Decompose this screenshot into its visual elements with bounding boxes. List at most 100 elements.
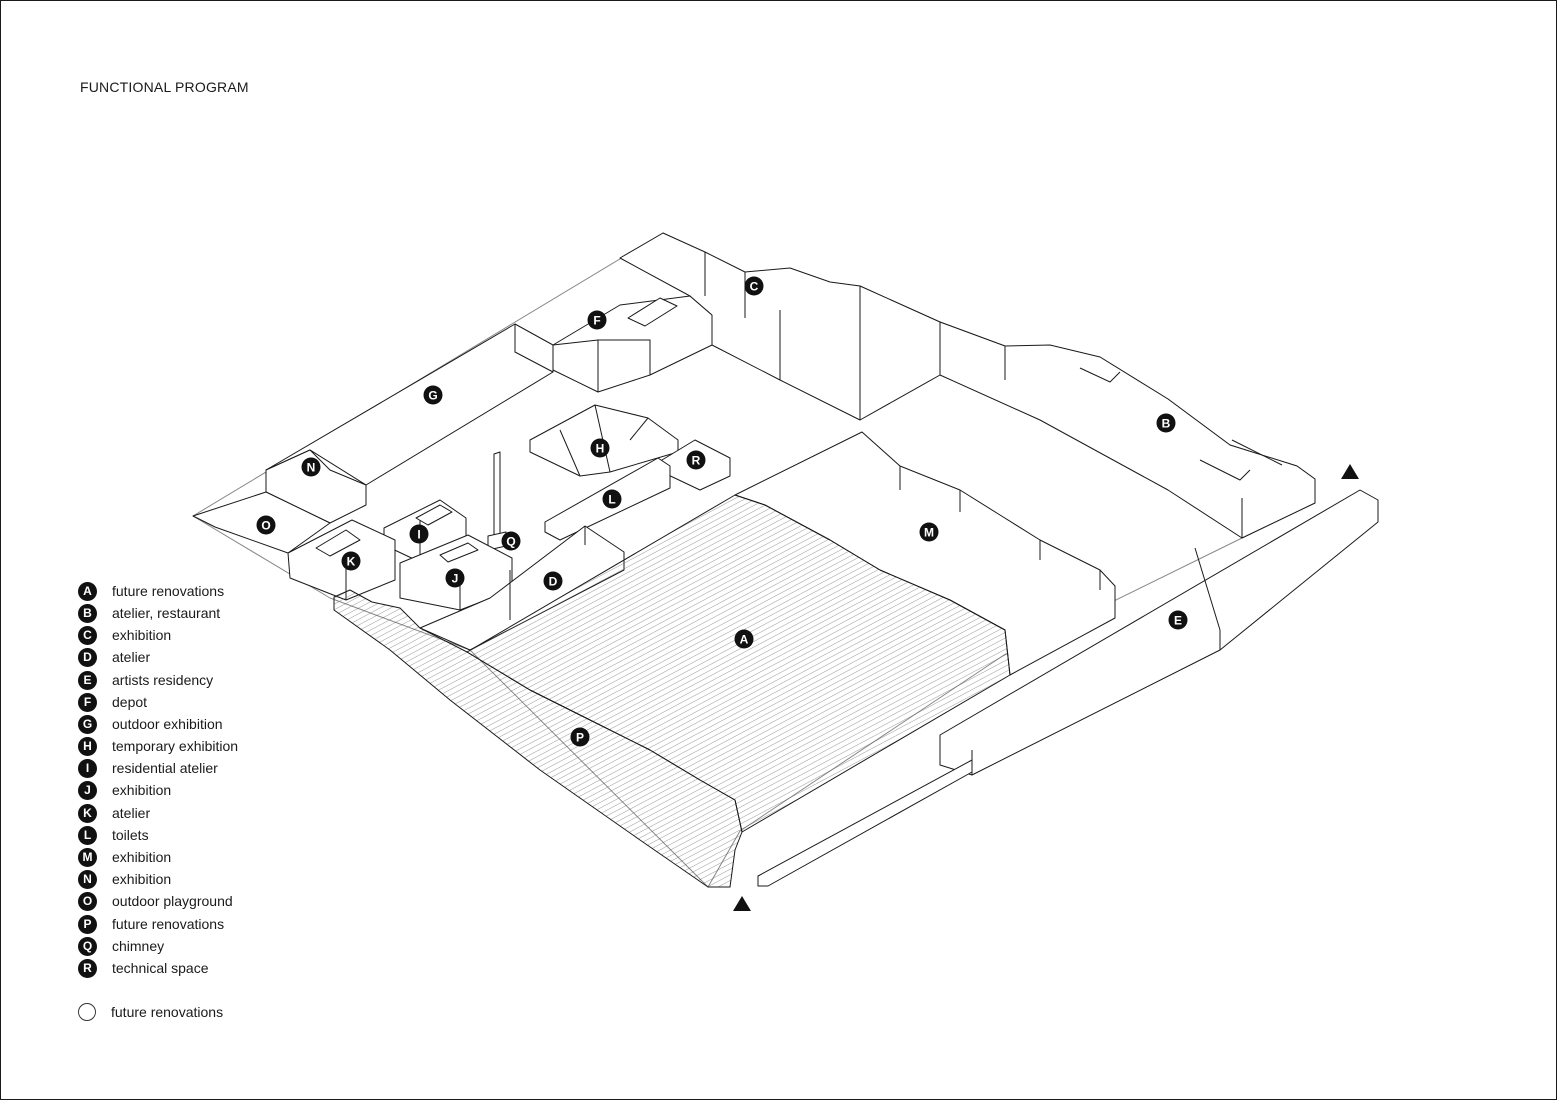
svg-text:P: P bbox=[576, 731, 584, 745]
svg-text:O: O bbox=[261, 519, 270, 533]
svg-text:G: G bbox=[428, 389, 437, 403]
marker-h: H bbox=[590, 438, 610, 458]
legend-item-future: future renovations bbox=[78, 1001, 223, 1023]
legend-badge: B bbox=[78, 603, 97, 623]
legend-label: future renovations bbox=[112, 583, 225, 599]
svg-text:A: A bbox=[740, 633, 749, 647]
marker-a: A bbox=[734, 629, 754, 649]
legend-badge: C bbox=[78, 625, 97, 645]
plan-markers: A B C D E F G H I J K L M N O P Q R bbox=[256, 276, 1188, 747]
marker-e: E bbox=[1168, 610, 1188, 630]
entrance-arrow-south bbox=[733, 896, 751, 911]
svg-text:J: J bbox=[452, 572, 459, 586]
legend-badge: P bbox=[78, 914, 97, 934]
legend-badge: I bbox=[78, 758, 97, 778]
marker-r: R bbox=[686, 450, 706, 470]
legend-badge: A bbox=[78, 581, 97, 601]
legend-label: residential atelier bbox=[112, 760, 218, 776]
legend-label: exhibition bbox=[112, 871, 172, 887]
legend-badge: R bbox=[78, 958, 97, 978]
marker-n: N bbox=[301, 457, 321, 477]
svg-text:D: D bbox=[549, 575, 558, 589]
marker-q: Q bbox=[501, 531, 521, 551]
legend-label: artists residency bbox=[112, 672, 214, 688]
legend-label: exhibition bbox=[112, 782, 172, 798]
legend-badge: Q bbox=[78, 936, 97, 956]
legend-label: future renovations bbox=[111, 1004, 224, 1020]
chimney-q bbox=[493, 451, 501, 539]
legend-badge: N bbox=[78, 869, 97, 889]
legend-label: exhibition bbox=[112, 849, 172, 865]
legend-badge: F bbox=[78, 692, 97, 712]
legend-label: technical space bbox=[112, 960, 209, 976]
building-p bbox=[333, 589, 743, 888]
marker-m: M bbox=[919, 522, 939, 542]
marker-f: F bbox=[587, 310, 607, 330]
entrance-arrow-east bbox=[1341, 464, 1359, 479]
legend-label: future renovations bbox=[112, 916, 225, 932]
marker-d: D bbox=[543, 571, 563, 591]
legend-label: exhibition bbox=[112, 627, 172, 643]
legend-badge: L bbox=[78, 825, 97, 845]
legend-badge: K bbox=[78, 803, 97, 823]
legend-label: atelier bbox=[112, 805, 151, 821]
marker-c: C bbox=[744, 276, 764, 296]
svg-text:E: E bbox=[1174, 614, 1182, 628]
svg-text:K: K bbox=[347, 555, 356, 569]
legend-badge: M bbox=[78, 847, 97, 867]
marker-b: B bbox=[1156, 413, 1176, 433]
svg-text:L: L bbox=[608, 493, 615, 507]
svg-text:I: I bbox=[417, 528, 420, 542]
svg-text:M: M bbox=[924, 526, 934, 540]
building-e bbox=[939, 489, 1379, 776]
legend-label: outdoor playground bbox=[112, 893, 233, 909]
legend-label: toilets bbox=[112, 827, 149, 843]
svg-text:H: H bbox=[596, 442, 605, 456]
marker-p: P bbox=[570, 727, 590, 747]
svg-text:B: B bbox=[1162, 417, 1171, 431]
building-k bbox=[287, 519, 396, 601]
legend-hollow-circle-icon bbox=[78, 1003, 96, 1021]
svg-text:Q: Q bbox=[506, 535, 515, 549]
marker-i: I bbox=[409, 524, 429, 544]
legend-badge: D bbox=[78, 647, 97, 667]
marker-l: L bbox=[602, 489, 622, 509]
marker-k: K bbox=[341, 551, 361, 571]
building-f bbox=[552, 295, 713, 393]
building-b bbox=[939, 321, 1316, 539]
marker-g: G bbox=[423, 385, 443, 405]
legend-label: chimney bbox=[112, 938, 165, 954]
legend-badge: O bbox=[78, 891, 97, 911]
svg-text:C: C bbox=[750, 280, 759, 294]
legend-badge: J bbox=[78, 780, 97, 800]
legend-label: outdoor exhibition bbox=[112, 716, 223, 732]
legend-label: atelier bbox=[112, 649, 151, 665]
legend-label: atelier, restaurant bbox=[112, 605, 221, 621]
legend-label: depot bbox=[112, 694, 148, 710]
svg-text:R: R bbox=[692, 454, 701, 468]
marker-o: O bbox=[256, 515, 276, 535]
legend-badge: H bbox=[78, 736, 97, 756]
page-title: FUNCTIONAL PROGRAM bbox=[80, 79, 249, 95]
marker-j: J bbox=[445, 568, 465, 588]
svg-text:N: N bbox=[307, 461, 316, 475]
